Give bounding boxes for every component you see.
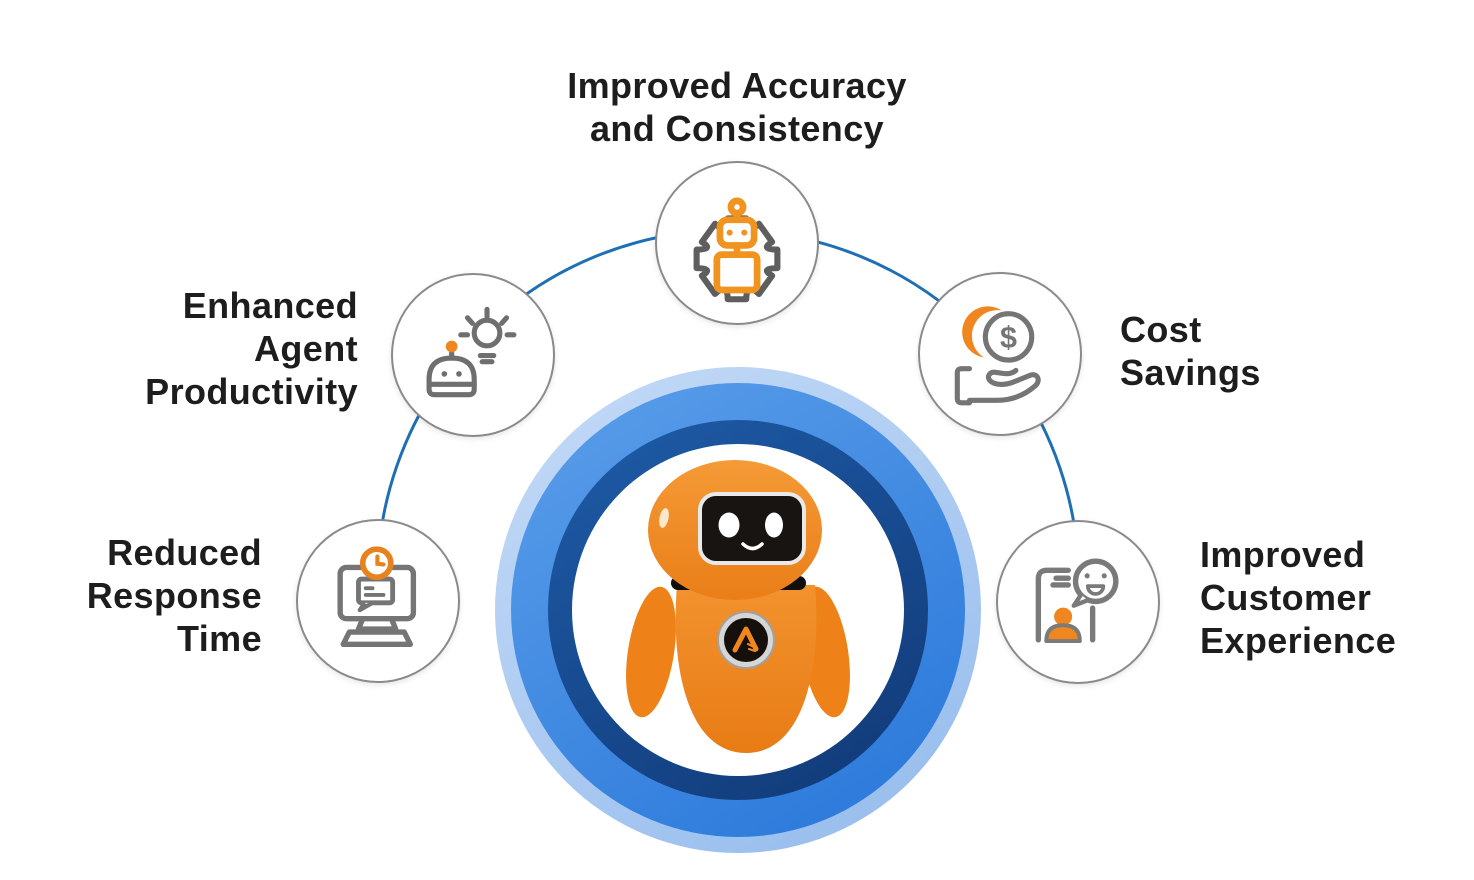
robot-mascot-icon <box>626 460 850 753</box>
robot-in-gear-icon <box>693 197 781 303</box>
node-reduced-response-time <box>296 519 460 683</box>
label-enhanced-agent-productivity: Enhanced Agent Productivity <box>145 284 358 413</box>
node-cost-savings: $ <box>918 272 1082 436</box>
label-line: Reduced <box>107 532 262 573</box>
hand-holding-dollar-coin-icon: $ <box>954 306 1041 406</box>
label-improved-accuracy: Improved Accuracy and Consistency <box>567 64 907 150</box>
monitor-chat-clock-icon <box>337 546 417 647</box>
label-line: and Consistency <box>589 108 885 149</box>
svg-text:$: $ <box>1000 320 1017 354</box>
label-line: Productivity <box>145 371 358 412</box>
phone-person-smiley-icon <box>1035 558 1119 643</box>
label-line: Improved <box>1200 534 1366 575</box>
label-cost-savings: Cost Savings <box>1120 308 1261 394</box>
label-line: Time <box>177 618 262 659</box>
label-line: Response <box>86 575 262 616</box>
label-line: Enhanced <box>182 285 358 326</box>
label-line: Cost <box>1120 309 1202 350</box>
node-improved-accuracy <box>655 161 819 325</box>
label-line: Improved Accuracy <box>567 65 907 106</box>
label-improved-customer-experience: Improved Customer Experience <box>1200 533 1396 662</box>
label-reduced-response-time: Reduced Response Time <box>87 531 262 660</box>
label-line: Agent <box>254 328 358 369</box>
label-line: Experience <box>1200 620 1397 661</box>
robot-head-lightbulb-icon <box>426 306 517 398</box>
node-improved-customer-experience <box>996 520 1160 684</box>
label-line: Savings <box>1120 352 1261 393</box>
node-enhanced-agent-productivity <box>391 273 555 437</box>
label-line: Customer <box>1200 577 1372 618</box>
